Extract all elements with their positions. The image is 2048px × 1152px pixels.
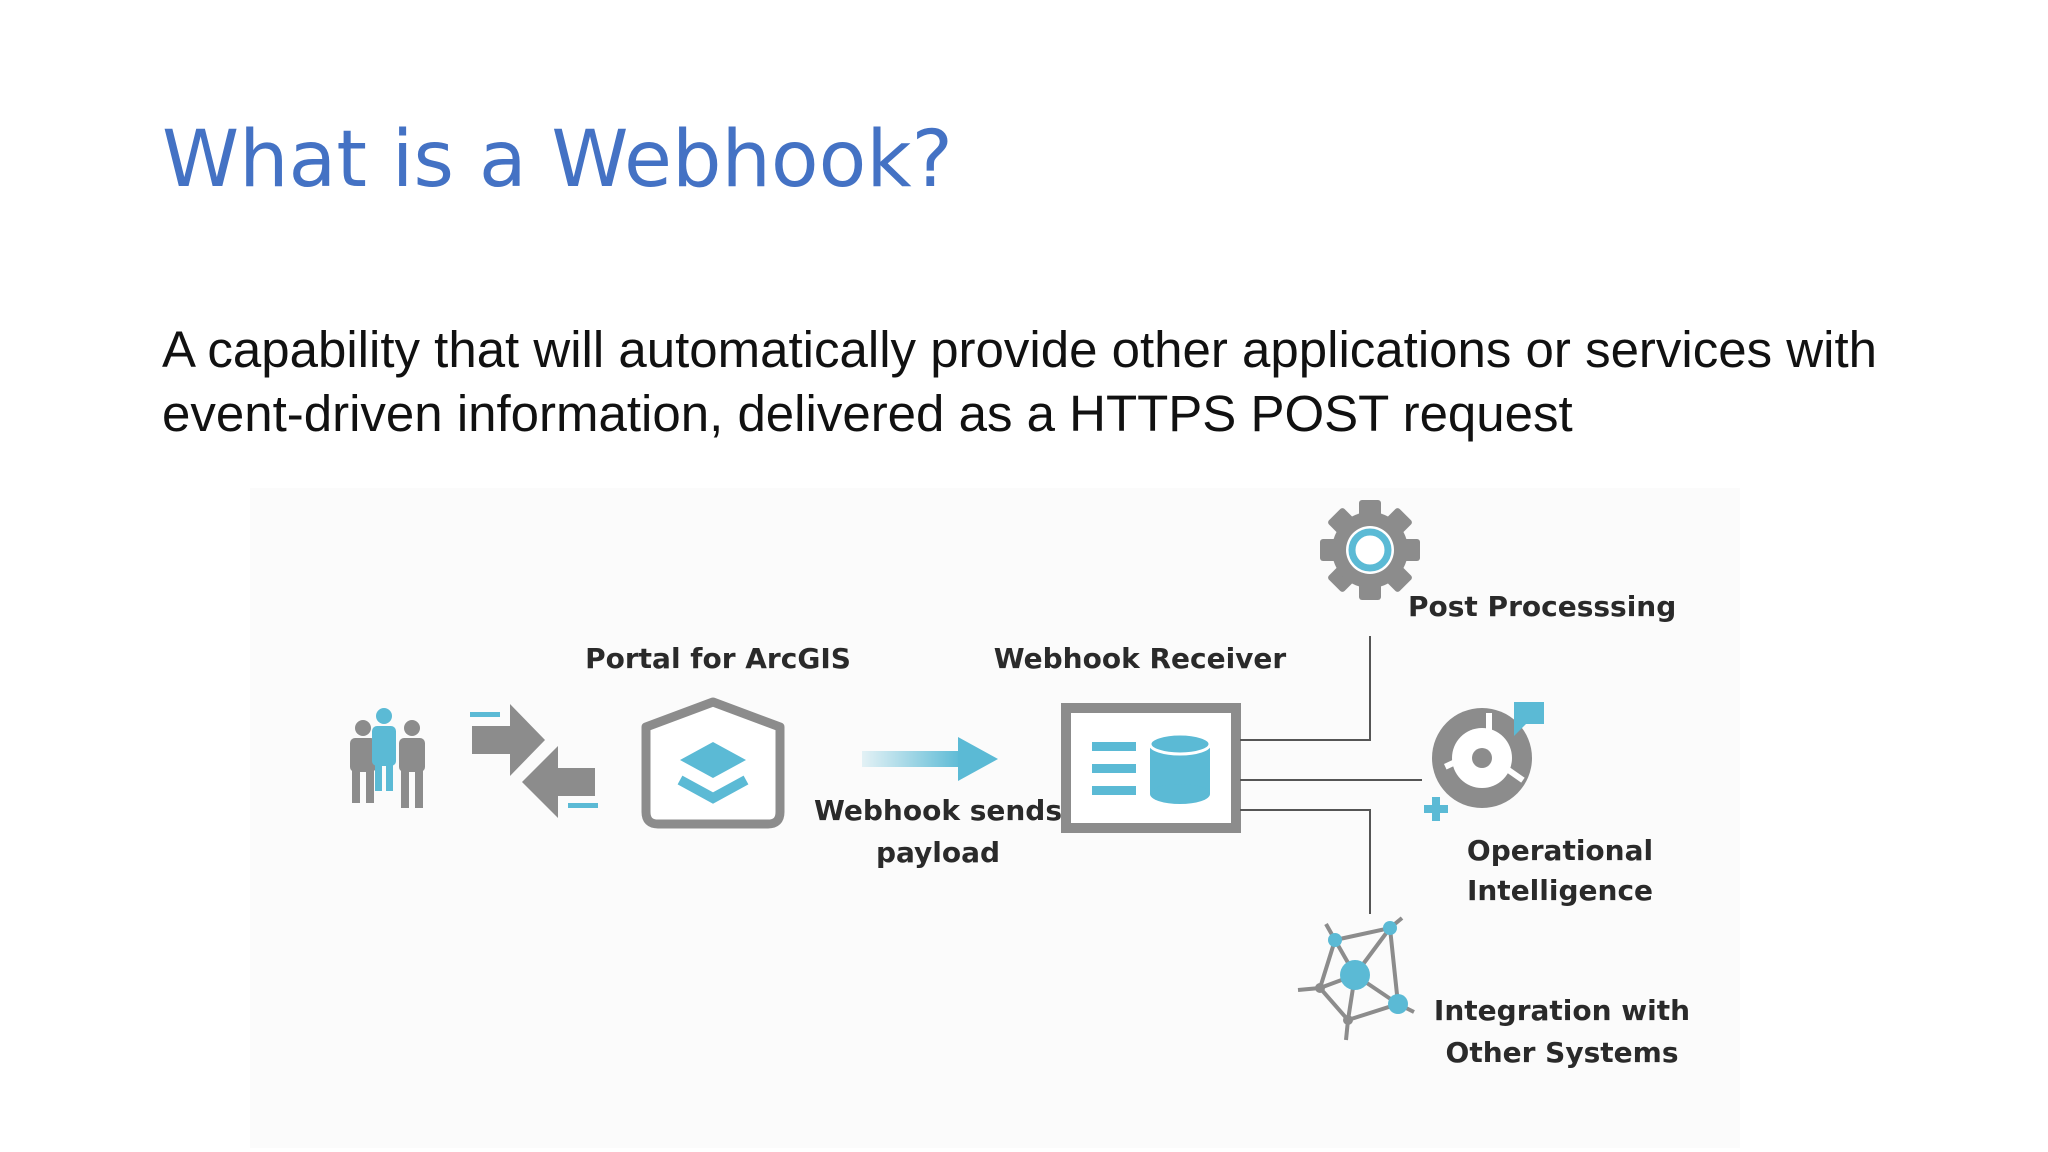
portal-layers-icon (641, 697, 785, 829)
dashboard-gauge-icon (1424, 702, 1544, 821)
receiver-connectors (1240, 636, 1422, 914)
exchange-arrows-icon (470, 704, 598, 818)
webhook-flow-diagram: Portal for ArcGIS Webhook sends payload … (250, 488, 1740, 1148)
node-label-operational-line-2: Intelligence (1467, 874, 1653, 907)
slide-title: What is a Webhook? (162, 115, 953, 205)
node-label-receiver: Webhook Receiver (994, 642, 1287, 675)
gear-icon (1320, 500, 1420, 600)
network-nodes-icon (1297, 916, 1415, 1041)
arrow-right-icon (862, 737, 998, 781)
node-label-integration-line-2: Other Systems (1446, 1036, 1679, 1069)
edge-label-sends-payload-line-2: payload (876, 836, 1000, 869)
edge-label-sends-payload-line-1: Webhook sends (814, 794, 1062, 827)
node-label-integration-line-1: Integration with (1434, 994, 1690, 1027)
node-label-operational-line-1: Operational (1467, 834, 1653, 867)
slide-body-text: A capability that will automatically pro… (162, 321, 1877, 442)
node-label-post-processing: Post Processsing (1408, 590, 1676, 623)
people-group-icon (350, 708, 425, 808)
node-label-portal: Portal for ArcGIS (585, 642, 851, 675)
receiver-database-icon (1061, 703, 1241, 833)
